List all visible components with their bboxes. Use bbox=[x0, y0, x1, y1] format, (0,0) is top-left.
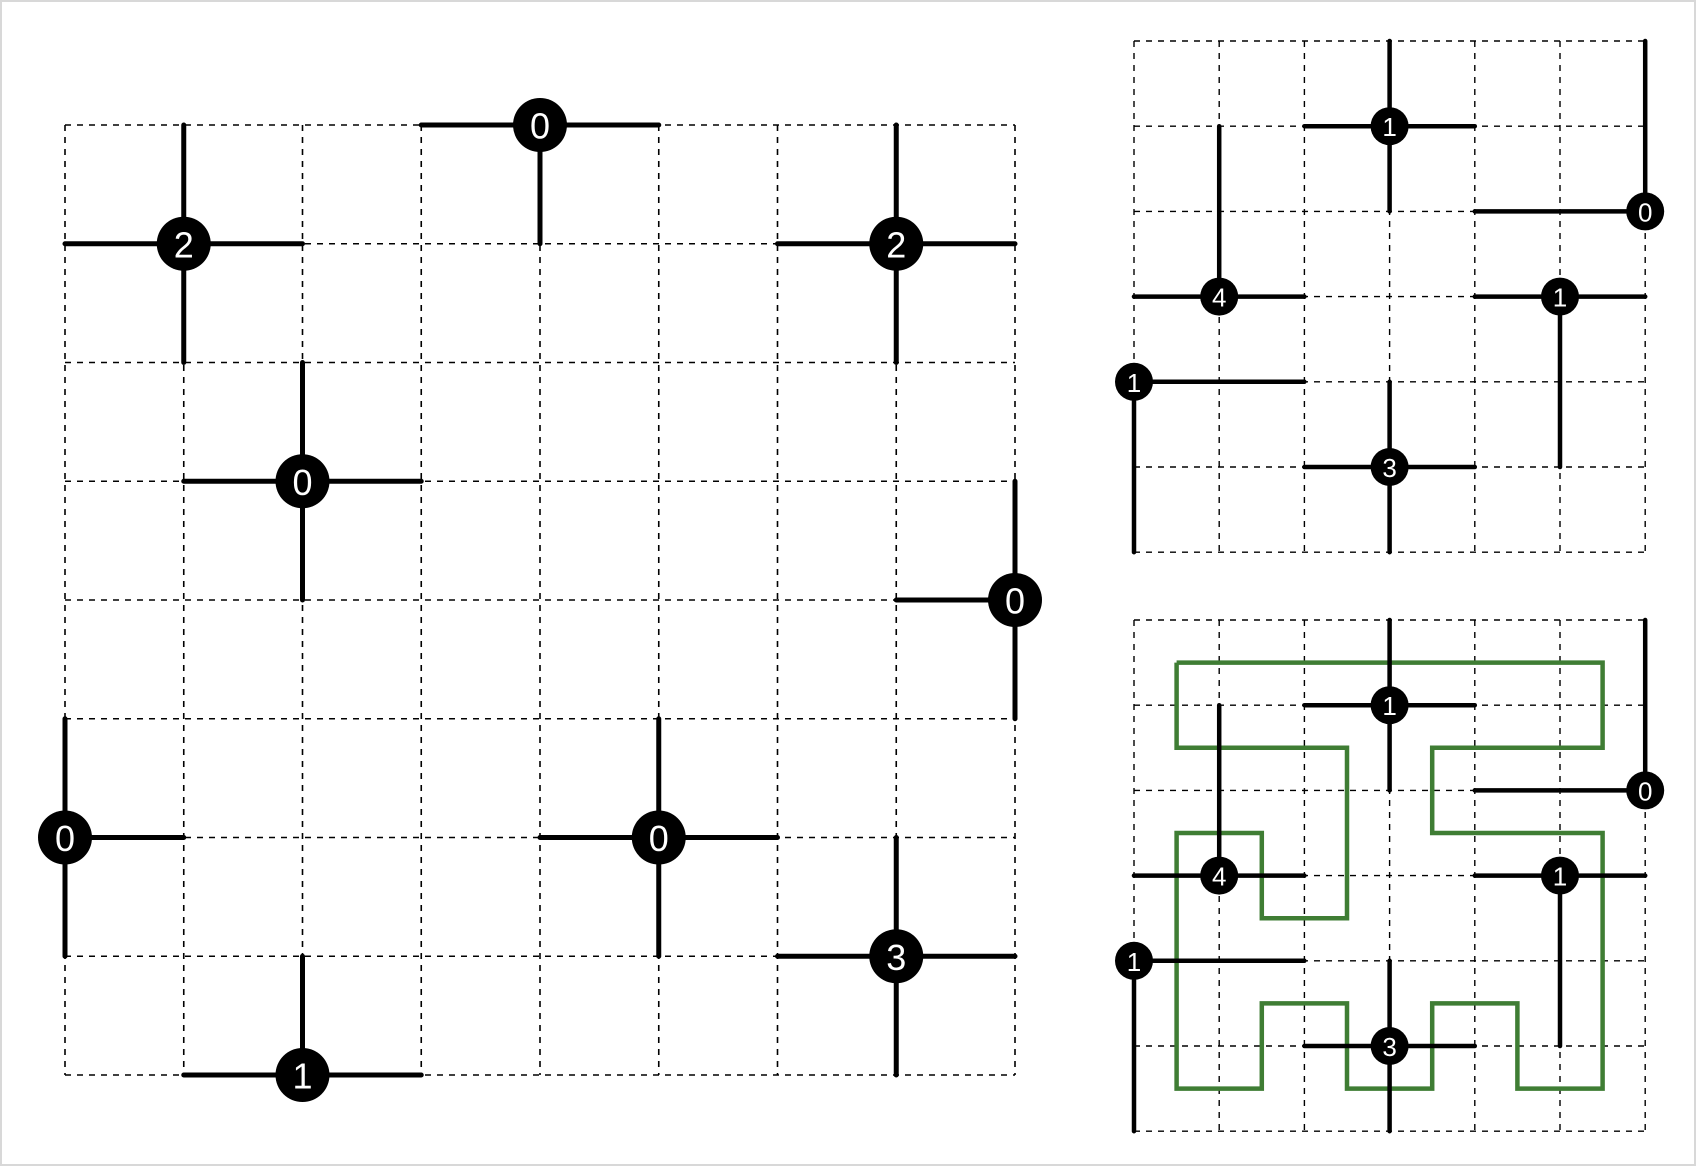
clue-node: 0 bbox=[631, 810, 686, 865]
clue-node: 3 bbox=[1370, 1027, 1409, 1065]
clue-node: 0 bbox=[275, 454, 330, 509]
clue-circle bbox=[869, 216, 924, 271]
clue-circle bbox=[513, 98, 567, 152]
clue-node: 1 bbox=[1115, 362, 1153, 401]
clue-circle bbox=[1115, 362, 1153, 401]
clue-number: 1 bbox=[292, 1056, 312, 1097]
clue-number: 1 bbox=[1127, 947, 1141, 977]
clue-node: 1 bbox=[1370, 686, 1409, 725]
clue-circle bbox=[156, 216, 211, 271]
clue-node: 0 bbox=[513, 98, 567, 152]
clue-circle bbox=[869, 929, 924, 984]
solution-loop bbox=[1174, 660, 1605, 1091]
clue-circle bbox=[1370, 107, 1409, 146]
clue-node: 1 bbox=[1541, 277, 1579, 316]
clue-circle bbox=[275, 454, 330, 509]
clue-circle bbox=[1115, 941, 1153, 980]
clue-circle bbox=[988, 573, 1042, 627]
clue-circle bbox=[1370, 1027, 1409, 1065]
clue-node: 1 bbox=[1541, 856, 1579, 895]
clue-number: 0 bbox=[1005, 581, 1025, 622]
clue-number: 0 bbox=[1638, 776, 1652, 806]
clue-number: 3 bbox=[1382, 1032, 1396, 1062]
clue-circle bbox=[1626, 771, 1665, 810]
clue-node: 1 bbox=[1115, 941, 1153, 980]
clue-circle bbox=[38, 810, 92, 865]
clue-node: 2 bbox=[156, 216, 211, 271]
clue-number: 4 bbox=[1212, 862, 1226, 892]
clue-node: 3 bbox=[1370, 448, 1409, 486]
clue-circle bbox=[1200, 856, 1239, 895]
clue-number: 3 bbox=[886, 937, 906, 978]
clue-node: 4 bbox=[1200, 277, 1239, 316]
clue-circle bbox=[1541, 277, 1579, 316]
clue-number: 1 bbox=[1553, 862, 1567, 892]
clue-node: 0 bbox=[1626, 771, 1665, 810]
clue-node: 1 bbox=[1370, 107, 1409, 146]
clue-number: 1 bbox=[1382, 691, 1396, 721]
clue-node: 3 bbox=[869, 929, 924, 984]
clue-node: 0 bbox=[38, 810, 92, 865]
small-puzzle-board: 1 0 4 1 1 3 bbox=[1115, 38, 1665, 555]
clue-node: 2 bbox=[869, 216, 924, 271]
clue-number: 1 bbox=[1553, 283, 1567, 313]
clue-number: 0 bbox=[55, 818, 75, 859]
clue-circle bbox=[1626, 192, 1665, 231]
clue-node: 1 bbox=[275, 1048, 330, 1102]
clue-number: 2 bbox=[886, 224, 906, 265]
solved-puzzle-board: 1 0 4 1 1 3 bbox=[1115, 617, 1665, 1134]
clue-circle bbox=[1370, 686, 1409, 725]
clue-node: 0 bbox=[988, 573, 1042, 627]
clue-number: 2 bbox=[174, 224, 194, 265]
clue-number: 0 bbox=[292, 462, 312, 503]
clue-number: 1 bbox=[1127, 368, 1141, 398]
clue-circle bbox=[1370, 448, 1409, 486]
clue-circle bbox=[631, 810, 686, 865]
clue-node: 0 bbox=[1626, 192, 1665, 231]
clue-node: 4 bbox=[1200, 856, 1239, 895]
clue-number: 0 bbox=[1638, 197, 1652, 227]
clue-circle bbox=[275, 1048, 330, 1102]
clue-number: 0 bbox=[649, 818, 669, 859]
clue-number: 4 bbox=[1212, 283, 1226, 313]
clue-circle bbox=[1541, 856, 1579, 895]
clue-number: 0 bbox=[530, 106, 550, 147]
clue-circle bbox=[1200, 277, 1239, 316]
clue-number: 1 bbox=[1382, 112, 1396, 142]
large-puzzle-board: 2 0 2 0 0 0 0 3 1 bbox=[38, 98, 1042, 1102]
clue-number: 3 bbox=[1382, 453, 1396, 483]
